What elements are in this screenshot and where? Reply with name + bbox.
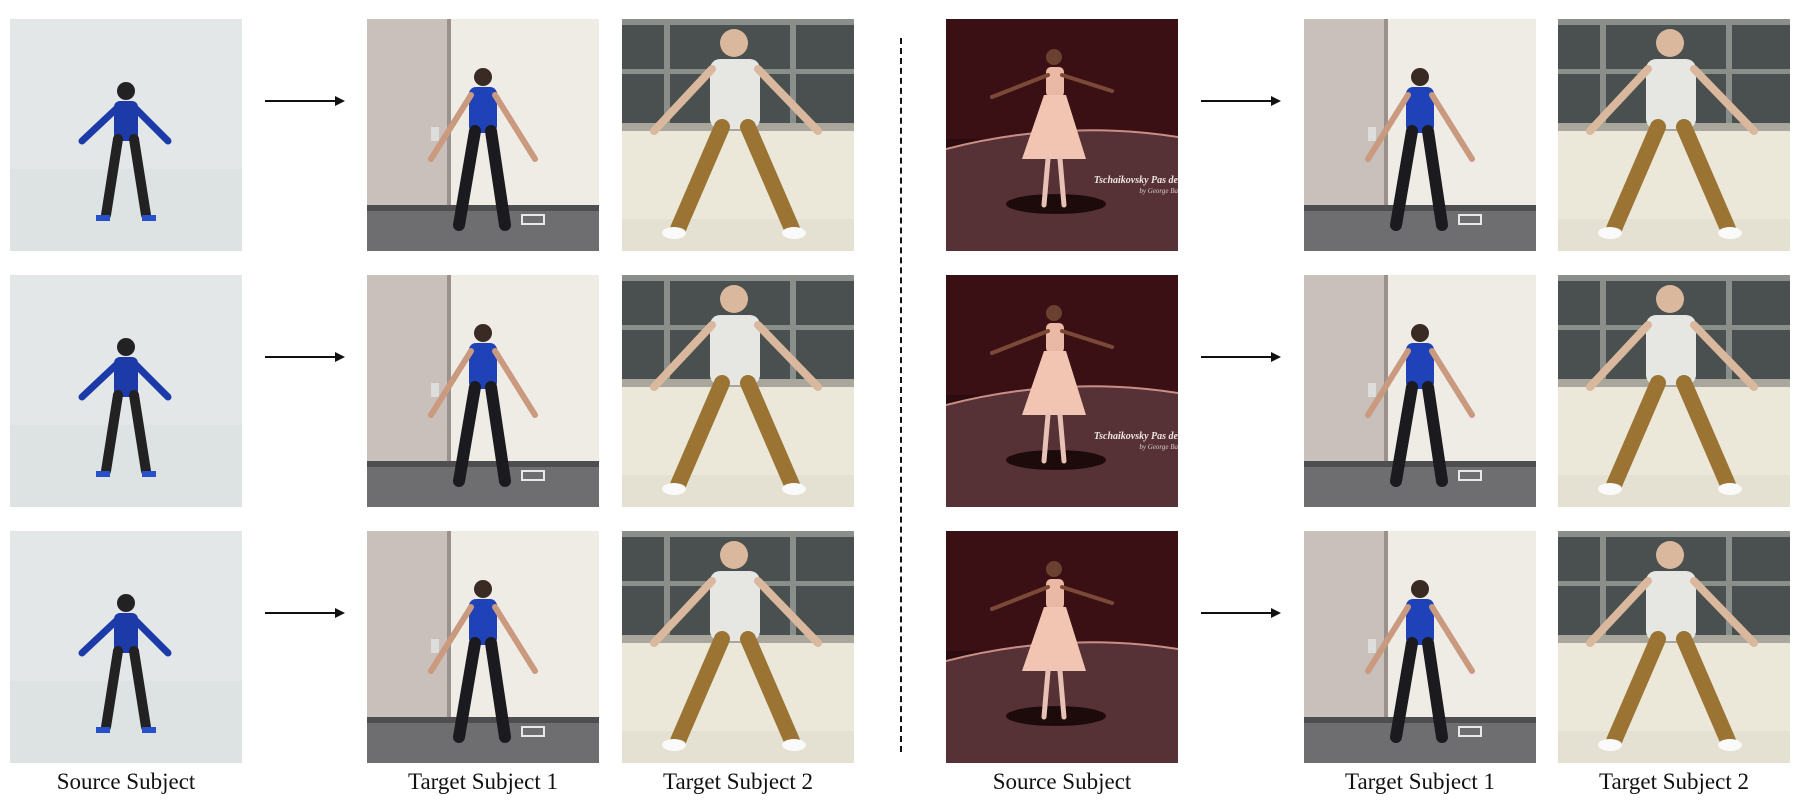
right-target2-frame-2 (1558, 275, 1790, 507)
dashed-divider (900, 38, 902, 752)
label-left-target1: Target Subject 1 (408, 769, 558, 794)
arrow-icon (1201, 352, 1281, 362)
ballet-overlay-credit: by George Ba (1139, 187, 1178, 195)
ballet-overlay-credit: by George Ba (1139, 443, 1178, 451)
right-source-frame-3 (946, 531, 1178, 763)
ballet-overlay-title: Tschaikovsky Pas de (1094, 431, 1178, 442)
right-target1-frame-3 (1304, 531, 1536, 763)
label-right-source: Source Subject (992, 769, 1132, 794)
arrow-icon (265, 608, 345, 618)
label-left-source: Source Subject (56, 769, 196, 794)
arrow-icon (1201, 96, 1281, 106)
right-source-frame-1: Tschaikovsky Pas de by George Ba (946, 19, 1178, 251)
ballet-overlay-title: Tschaikovsky Pas de (1094, 175, 1178, 186)
right-target2-frame-3 (1558, 531, 1790, 763)
arrow-icon (265, 352, 345, 362)
arrow-icon (1201, 608, 1281, 618)
arrow-icon (265, 96, 345, 106)
left-source-frame-1 (10, 19, 242, 251)
left-target1-frame-3 (367, 531, 599, 763)
label-left-target2: Target Subject 2 (663, 769, 813, 794)
right-target2-frame-1 (1558, 19, 1790, 251)
right-target1-frame-2 (1304, 275, 1536, 507)
left-target1-frame-2 (367, 275, 599, 507)
right-target1-frame-1 (1304, 19, 1536, 251)
left-source-frame-2 (10, 275, 242, 507)
left-target2-frame-3 (622, 531, 854, 763)
left-target2-frame-2 (622, 275, 854, 507)
label-right-target1: Target Subject 1 (1345, 769, 1495, 794)
label-right-target2: Target Subject 2 (1599, 769, 1749, 794)
right-source-frame-2: Tschaikovsky Pas de by George Ba (946, 275, 1178, 507)
left-source-frame-3 (10, 531, 242, 763)
left-target2-frame-1 (622, 19, 854, 251)
left-target1-frame-1 (367, 19, 599, 251)
